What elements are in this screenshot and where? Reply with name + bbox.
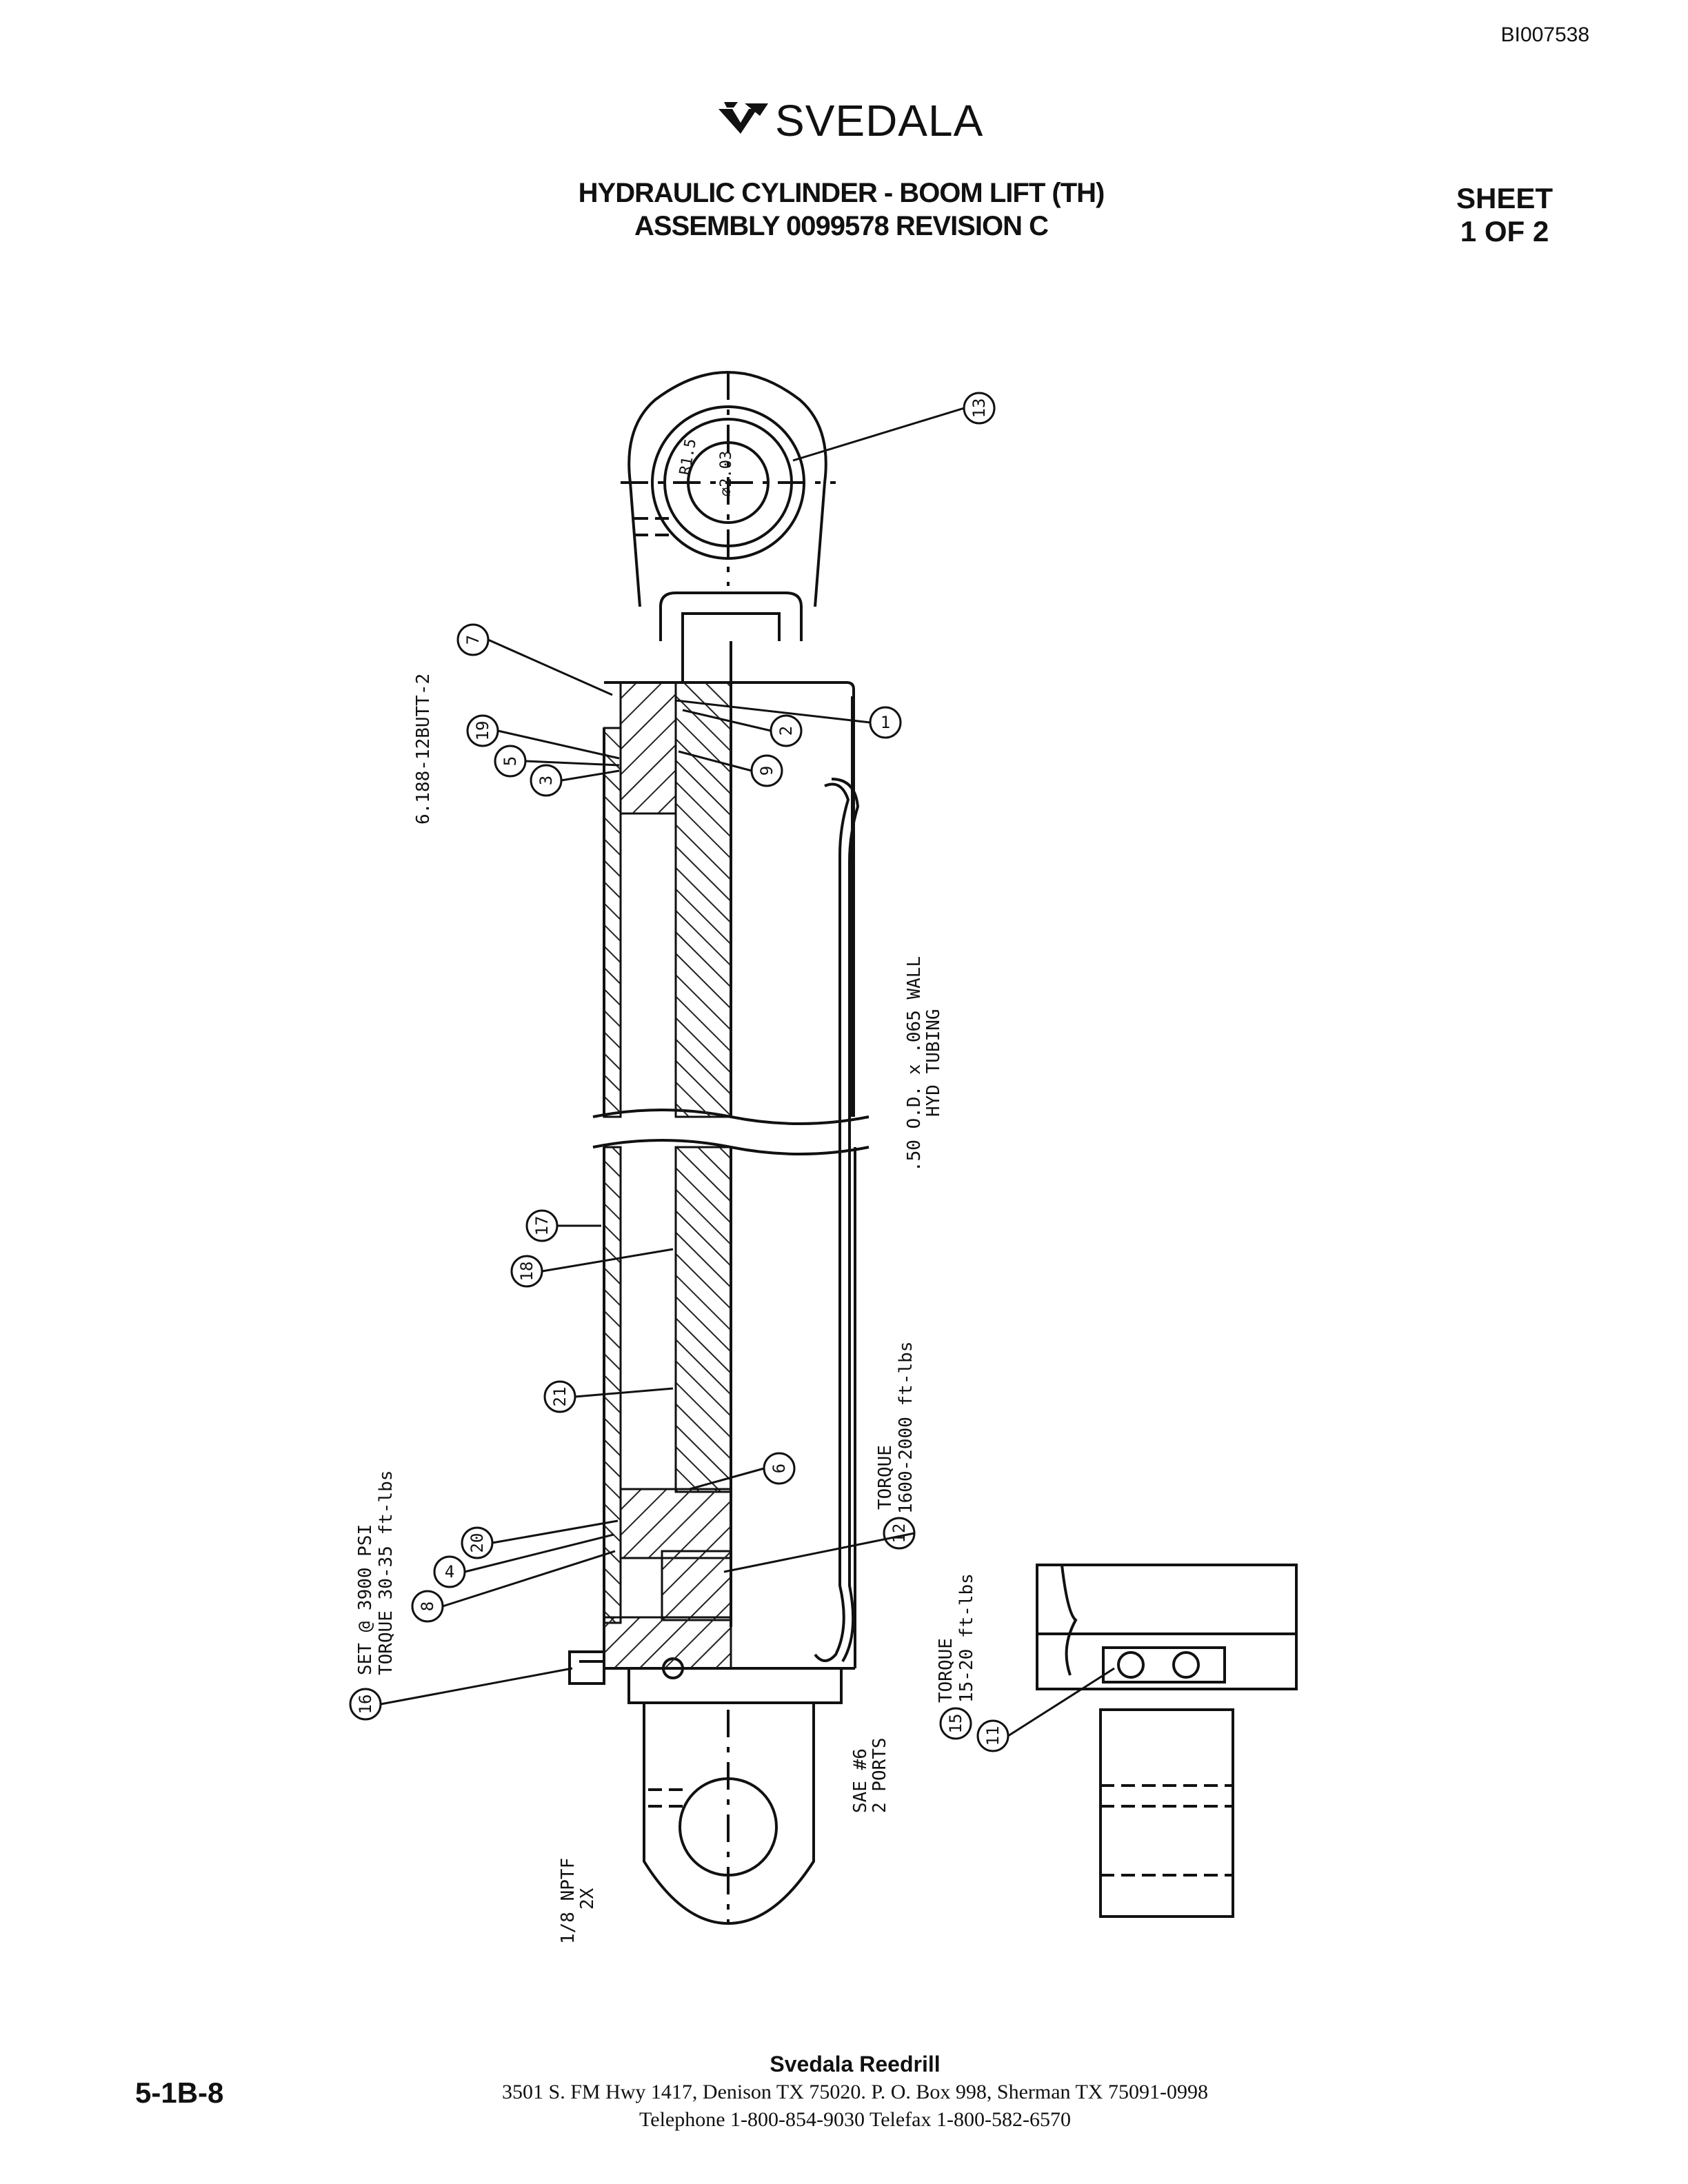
sheet-number: 1 OF 2 [1460,215,1549,247]
note-torque-15-1: TORQUE [936,1638,956,1703]
svedala-mark-icon [719,102,768,134]
callout-9-label: 9 [757,766,776,776]
callout-15 [939,1707,972,1740]
page-number: 5-1B-8 [135,2076,224,2109]
callout-18-label: 18 [517,1262,536,1282]
callout-1-label: 1 [881,713,890,732]
note-relief-2: TORQUE 30-35 ft-lbs [376,1470,396,1675]
dim-diameter: ⌀2.03 [718,451,735,496]
callout-20-label: 20 [468,1533,487,1553]
footer-phone: Telephone 1-800-854-9030 Telefax 1-800-5… [639,2108,1071,2131]
callout-13-label: 13 [969,398,989,418]
callout-8-label: 8 [418,1601,437,1611]
note-butt-thread: 6.188-12BUTT-2 [413,674,434,825]
callout-4-label: 4 [445,1562,454,1581]
callout-5-label: 5 [501,756,520,766]
note-tubing-2: HYD TUBING [923,1009,944,1117]
note-torque-15-2: 15-20 ft-lbs [956,1573,977,1703]
note-nptf-2: 2X [577,1888,598,1910]
footer-company: Svedala Reedrill [770,2052,941,2076]
note-nptf-1: 1/8 NPTF [558,1858,579,1944]
callout-2-label: 2 [776,726,796,736]
footer-address: 3501 S. FM Hwy 1417, Denison TX 75020. P… [502,2081,1208,2103]
note-tubing-1: .50 O.D. x .065 WALL [904,956,925,1172]
callout-12-label: 12 [890,1524,909,1544]
sheet-label: SHEET [1456,182,1554,214]
document-id: BI007538 [1500,23,1589,46]
dim-radius: R1.5 [676,438,700,477]
note-ports-2: 2 PORTS [870,1737,890,1813]
brand-name: SVEDALA [775,96,984,145]
drawing-title: HYDRAULIC CYLINDER - BOOM LIFT (TH) [578,178,1105,208]
note-relief-1: SET @ 3900 PSI [355,1524,376,1675]
note-torque-12-1: TORQUE [875,1445,896,1510]
callout-6-label: 6 [770,1464,789,1473]
callout-15-label: 15 [946,1714,965,1734]
callout-16-label: 16 [356,1695,375,1715]
callout-21-label: 21 [550,1387,570,1407]
note-ports-1: SAE #6 [850,1748,871,1813]
note-torque-12-2: 1600-2000 ft-lbs [896,1342,916,1514]
callout-19-label: 19 [473,721,492,741]
callout-11-label: 11 [983,1726,1003,1746]
callout-17-label: 17 [532,1216,552,1236]
callout-7-label: 7 [463,635,483,645]
brand-logo: SVEDALA [717,94,983,145]
callout-3-label: 3 [536,776,556,785]
drawing-subtitle: ASSEMBLY 0099578 REVISION C [634,211,1049,241]
